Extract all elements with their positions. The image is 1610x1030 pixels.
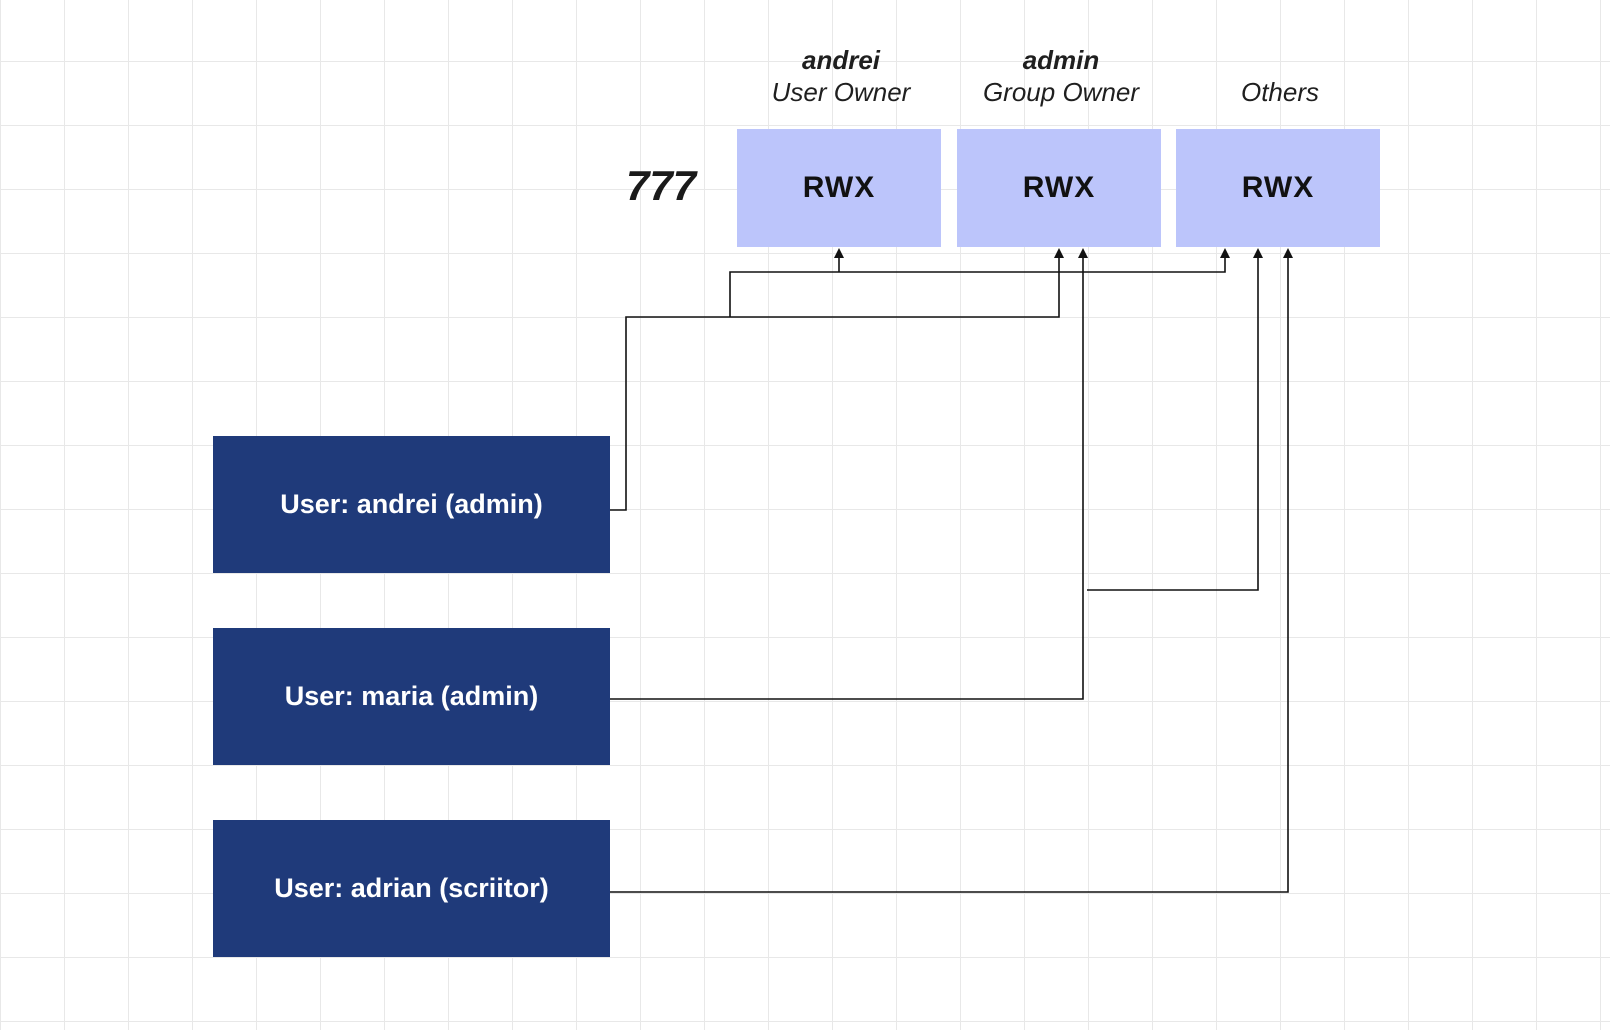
group-owner-role: Group Owner — [982, 77, 1140, 107]
permission-box-group-owner: RWX — [957, 129, 1161, 247]
arrow-head-user-owner — [834, 248, 844, 258]
arrow-head-group-owner-1 — [1054, 248, 1064, 258]
connector-maria-branch — [1087, 256, 1259, 591]
user-box-adrian: User: adrian (scriitor) — [213, 820, 610, 957]
user-owner-name: andrei — [801, 45, 881, 75]
connector-andrei — [610, 256, 1060, 511]
connector-maria — [610, 256, 1084, 700]
arrow-head-others-1 — [1220, 248, 1230, 258]
arrow-head-others-2 — [1253, 248, 1263, 258]
permission-box-others: RWX — [1176, 129, 1380, 247]
permission-box-user-owner: RWX — [737, 129, 941, 247]
arrow-head-others-3 — [1283, 248, 1293, 258]
user-box-maria: User: maria (admin) — [213, 628, 610, 765]
group-owner-name: admin — [1022, 45, 1100, 75]
user-owner-role: User Owner — [771, 77, 911, 107]
arrow-head-group-owner-2 — [1078, 248, 1088, 258]
user-box-andrei: User: andrei (admin) — [213, 436, 610, 573]
connector-andrei-branch — [729, 256, 1226, 317]
octal-permission: 777 — [626, 162, 697, 209]
connector-adrian — [610, 256, 1289, 893]
others-role: Others — [1240, 77, 1320, 107]
